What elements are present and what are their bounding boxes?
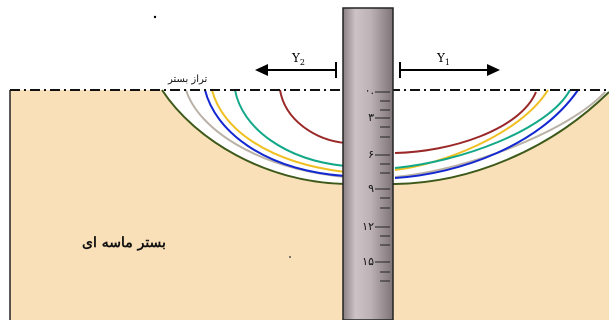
scale-label-9: ۹ — [368, 182, 374, 195]
y1-arrowhead — [487, 64, 500, 76]
scour-outer-boundary — [161, 89, 609, 185]
profile-blue — [204, 89, 579, 179]
sand-bed-label: بستر ماسه ای — [82, 235, 166, 251]
bed-level-label: تراز بستر — [167, 74, 208, 85]
y1-label: Y1 — [436, 51, 450, 67]
profile-teal — [234, 89, 571, 169]
profile-yellow — [211, 89, 549, 173]
profile-maroon — [279, 89, 537, 154]
y2-arrowhead — [255, 64, 268, 76]
scale-label-0: ۰. — [365, 84, 374, 97]
scale-label-12: ۱۲ — [362, 220, 374, 233]
y2-label: Y2 — [291, 51, 305, 67]
pier-scale — [375, 91, 390, 282]
sand-bed — [10, 90, 609, 320]
stray-dot — [289, 256, 291, 258]
pier-scale-labels: ۰. ۳ ۶ ۹ ۱۲ ۱۵ — [362, 84, 374, 268]
stray-dot — [153, 15, 157, 19]
scale-label-15: ۱۵ — [362, 255, 374, 268]
scale-label-3: ۳ — [368, 111, 374, 124]
scale-label-6: ۶ — [368, 148, 374, 161]
